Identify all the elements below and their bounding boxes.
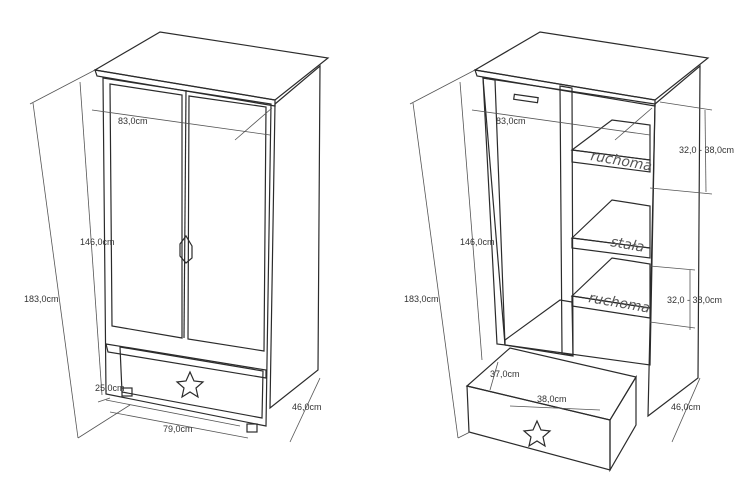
right-total-height-label: 183,0cm bbox=[404, 294, 439, 304]
star-icon bbox=[175, 370, 205, 399]
door-handle[interactable] bbox=[179, 234, 193, 264]
left-drawer[interactable] bbox=[119, 346, 264, 419]
drawer-depth-label: 37,0cm bbox=[490, 369, 520, 379]
left-door-height-label: 146,0cm bbox=[80, 237, 115, 247]
left-base-width-label: 79,0cm bbox=[163, 424, 193, 434]
shelf-label-middle: stała bbox=[609, 234, 645, 256]
right-drawer[interactable] bbox=[465, 347, 637, 421]
left-width-label: 83,0cm bbox=[118, 116, 148, 126]
right-dimensions: 83,0cm 32,0 - 38,0cm 146,0cm 183,0cm 32,… bbox=[404, 69, 734, 443]
right-interior bbox=[482, 77, 656, 366]
left-side-panel bbox=[269, 64, 321, 410]
left-total-height-label: 183,0cm bbox=[24, 294, 59, 304]
right-inner-height-label: 146,0cm bbox=[460, 237, 495, 247]
right-door[interactable] bbox=[187, 95, 267, 352]
right-width-label: 83,0cm bbox=[496, 116, 526, 126]
left-dimensions: 83,0cm 146,0cm 183,0cm 25,0cm 79,0cm 46,… bbox=[24, 69, 322, 443]
drawer-star-icon bbox=[522, 419, 552, 448]
drawer-width-label: 38,0cm bbox=[537, 394, 567, 404]
shelf-label-top: ruchoma bbox=[589, 148, 653, 175]
left-depth-label: 46,0cm bbox=[292, 402, 322, 412]
center-divider bbox=[559, 85, 574, 356]
shelf-range-bottom-label: 32,0 - 38,0cm bbox=[667, 295, 722, 305]
door-split bbox=[183, 89, 187, 339]
left-wardrobe bbox=[93, 31, 330, 433]
left-door[interactable] bbox=[109, 83, 183, 339]
left-drawer-height-label: 25,0cm bbox=[95, 383, 125, 393]
left-front-panel bbox=[102, 77, 272, 427]
right-side-panel bbox=[647, 64, 701, 418]
shelf-range-top-label: 32,0 - 38,0cm bbox=[679, 145, 734, 155]
right-depth-label: 46,0cm bbox=[671, 402, 701, 412]
